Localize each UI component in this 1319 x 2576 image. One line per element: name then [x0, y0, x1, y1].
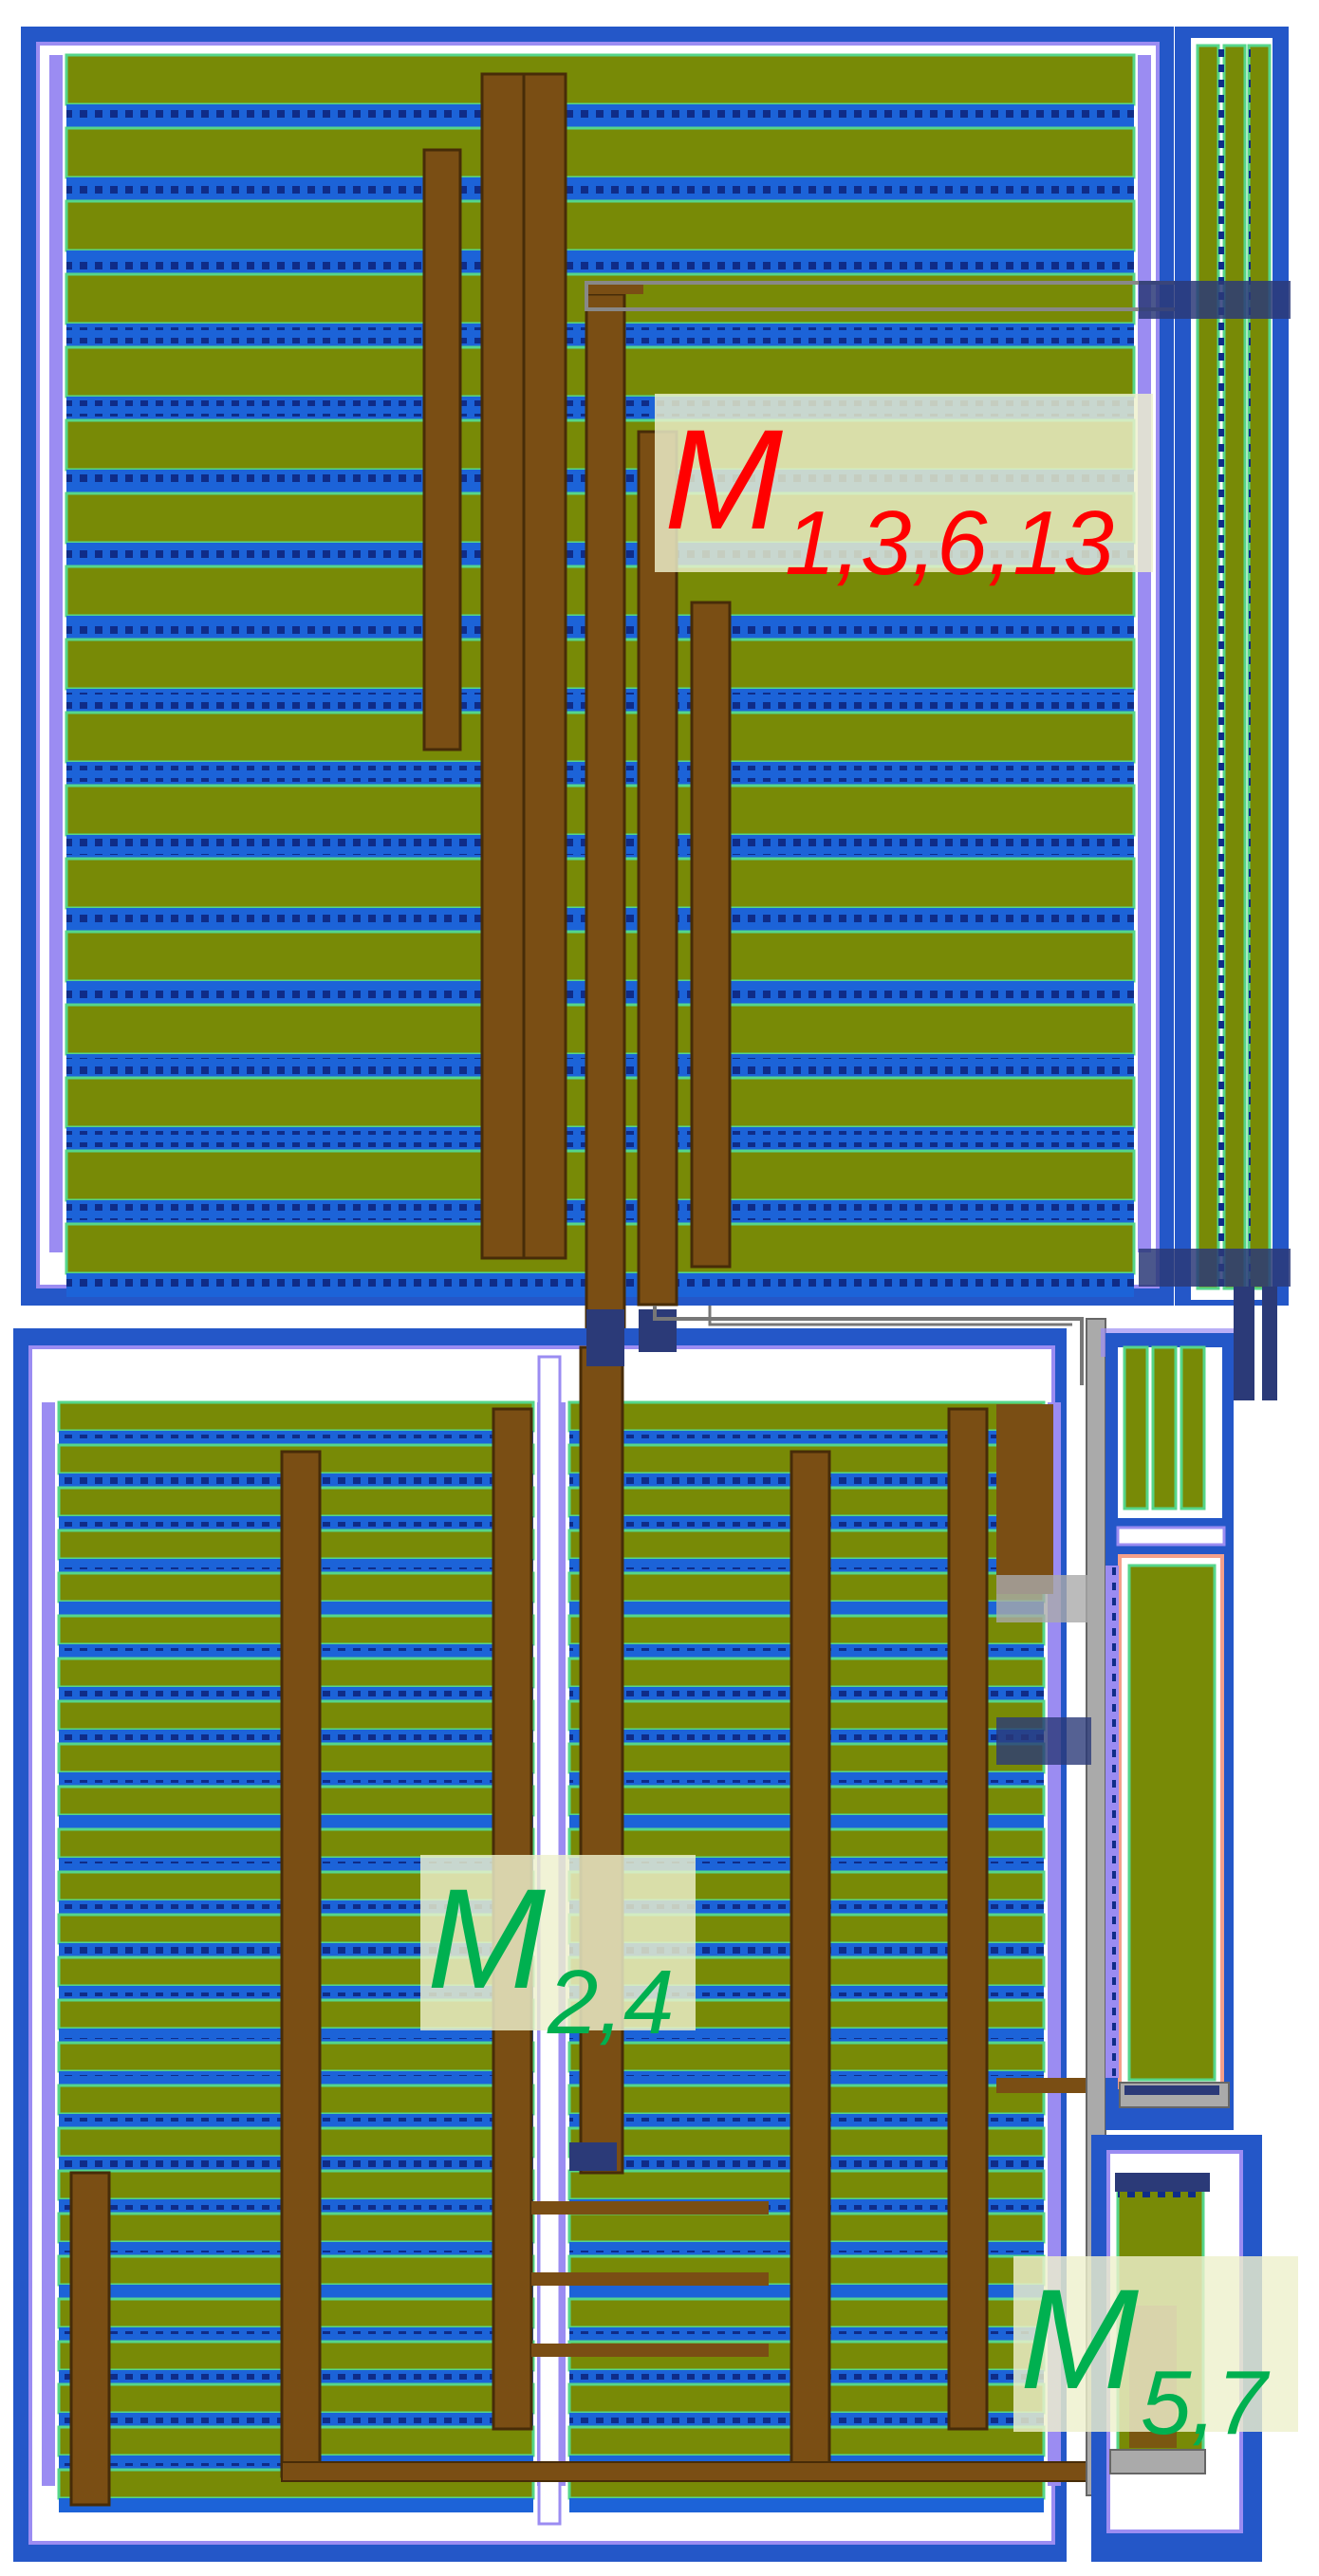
contact-row: [66, 181, 1134, 197]
contact-row: [59, 2502, 533, 2509]
diffusion-finger: [65, 53, 1136, 106]
diffusion-finger: [57, 1400, 535, 1433]
bottom-gate-strap: [280, 1450, 322, 2478]
contact-row: [66, 254, 1134, 270]
diffusion-finger: [65, 199, 1136, 252]
label-m2-4: M2,4: [427, 1867, 674, 2048]
bottom-gate-strap: [790, 1450, 831, 2478]
label-box-m1: [655, 394, 1153, 572]
label-m2-subscript: 2,4: [547, 1952, 675, 2053]
label-m5-subscript: 5,7: [1140, 2352, 1268, 2454]
right-device: [1105, 1333, 1234, 2130]
label-m5-name: M: [1020, 2259, 1139, 2418]
label-m5-7: M5,7: [1020, 2268, 1267, 2449]
bottom-gate-strap: [947, 1407, 989, 2431]
right-strip: [1139, 27, 1291, 1306]
top-gate-strap: [585, 292, 626, 1359]
top-gate-strap: [422, 148, 462, 751]
label-m2-name: M: [427, 1859, 546, 2018]
top-gate-strap: [522, 72, 567, 1260]
top-transistor-array: [21, 27, 1196, 1359]
top-gate-strap: [480, 72, 526, 1260]
top-gate-strap: [637, 430, 678, 1307]
edge-column: [42, 1402, 55, 2486]
label-m1-name: M: [664, 399, 783, 559]
diffusion-finger: [65, 126, 1136, 179]
label-m1-3-6-13: M1,3,6,13: [664, 408, 1114, 589]
bottom-gate-strap: [69, 2171, 111, 2507]
bottom-gate-strap: [579, 1345, 624, 2175]
label-m1-subscript: 1,3,6,13: [784, 492, 1114, 594]
contact-row: [59, 1435, 533, 1441]
top-gate-strap: [690, 601, 732, 1269]
edge-column: [1138, 55, 1151, 1252]
contact-row: [66, 108, 1134, 124]
contact-row: [569, 1435, 1044, 1441]
label-box-m2: [420, 1855, 696, 2030]
edge-column: [49, 55, 63, 1252]
edge-column: [1048, 1402, 1061, 2486]
label-box-m5: [1013, 2256, 1298, 2432]
contact-row: [569, 2502, 1044, 2509]
